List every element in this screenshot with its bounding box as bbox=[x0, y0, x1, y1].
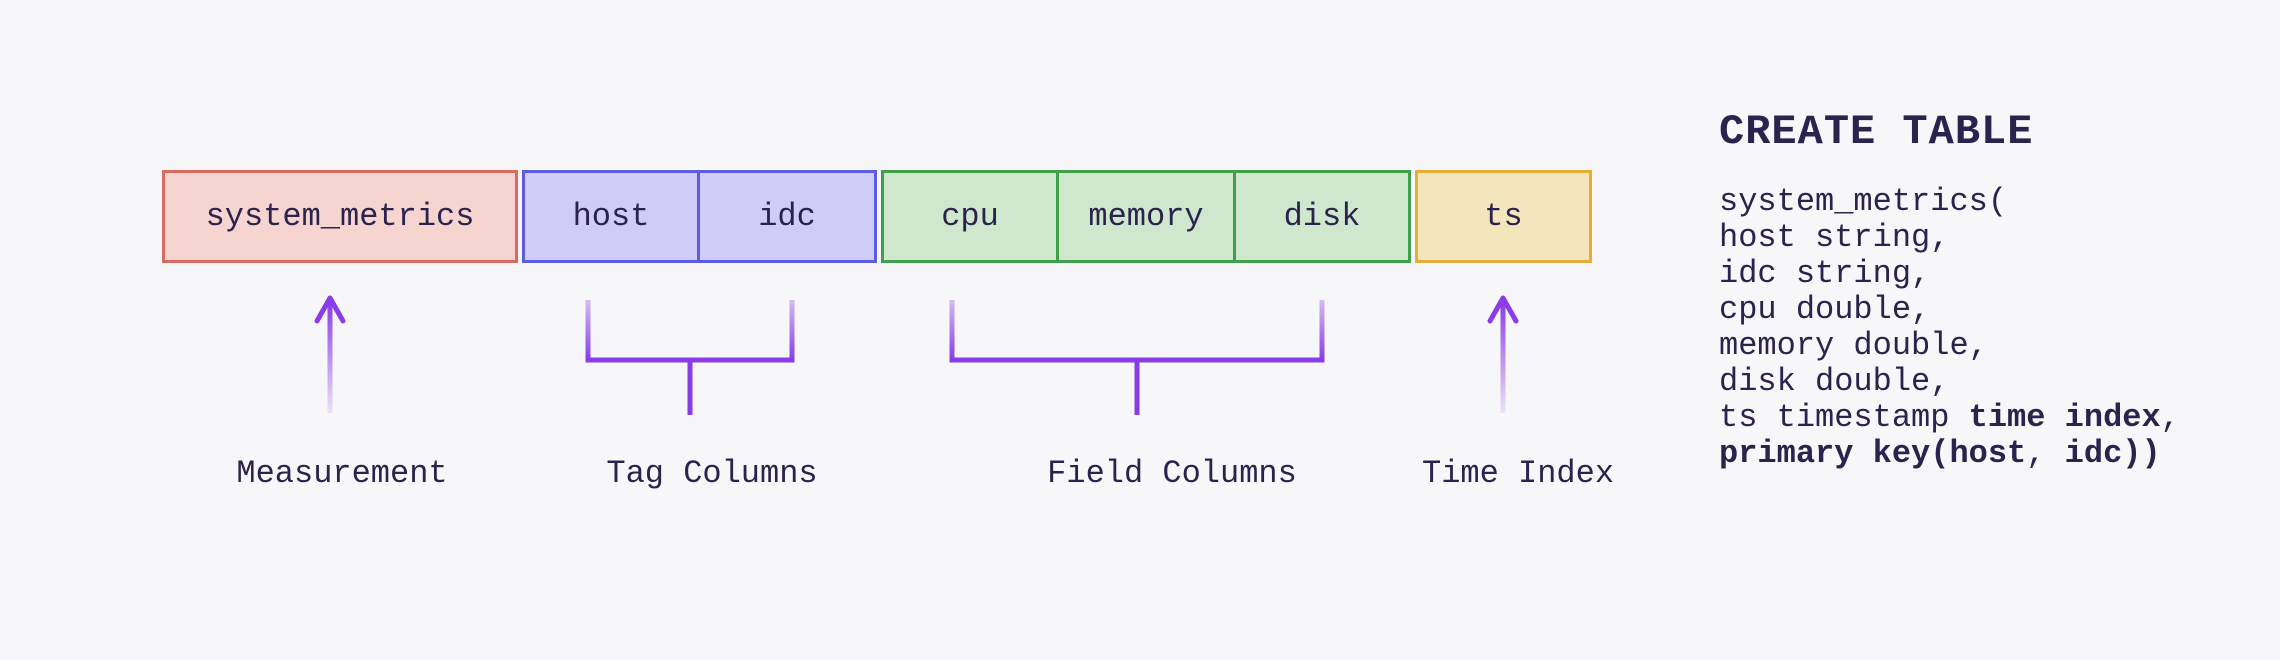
sql-line-disk: disk double, bbox=[1719, 364, 2180, 400]
tag-columns-bracket bbox=[585, 300, 795, 415]
sql-heading: CREATE TABLE bbox=[1719, 108, 2034, 156]
tag-column-box-host: host bbox=[522, 170, 700, 263]
sql-text-bold: primary key(host bbox=[1719, 435, 2027, 472]
label-time-index: Time Index bbox=[1421, 455, 1615, 492]
sql-body: system_metrics( host string, idc string,… bbox=[1719, 184, 2180, 472]
label-field-columns: Field Columns bbox=[1047, 455, 1297, 492]
sql-text: host string, bbox=[1719, 219, 1950, 256]
tag-column-box-idc: idc bbox=[697, 170, 877, 263]
field-column-box-memory: memory bbox=[1056, 170, 1236, 263]
sql-panel: CREATE TABLE system_metrics( host string… bbox=[1719, 110, 2180, 472]
measurement-box: system_metrics bbox=[162, 170, 518, 263]
sql-text: ts timestamp bbox=[1719, 399, 1969, 436]
label-measurement: Measurement bbox=[236, 455, 448, 492]
field-column-box-disk: disk bbox=[1233, 170, 1411, 263]
sql-line-idc: idc string, bbox=[1719, 256, 2180, 292]
sql-text: cpu double, bbox=[1719, 291, 1931, 328]
label-tag-columns: Tag Columns bbox=[606, 455, 818, 492]
sql-line-table-name: system_metrics( bbox=[1719, 184, 2180, 220]
measurement-arrow-icon bbox=[314, 295, 346, 413]
sql-text-bold: idc)) bbox=[2064, 435, 2161, 472]
sql-line-ts: ts timestamp time index, bbox=[1719, 400, 2180, 436]
sql-text: idc string, bbox=[1719, 255, 1931, 292]
sql-text: , bbox=[2160, 399, 2180, 436]
sql-line-cpu: cpu double, bbox=[1719, 292, 2180, 328]
sql-line-memory: memory double, bbox=[1719, 328, 2180, 364]
time-index-arrow-icon bbox=[1487, 295, 1519, 413]
sql-line-host: host string, bbox=[1719, 220, 2180, 256]
sql-line-primary-key: primary key(host, idc)) bbox=[1719, 436, 2180, 472]
field-columns-bracket bbox=[949, 300, 1325, 415]
sql-text: , bbox=[2026, 435, 2065, 472]
sql-text: disk double, bbox=[1719, 363, 1950, 400]
sql-text: memory double, bbox=[1719, 327, 1988, 364]
sql-text: system_metrics( bbox=[1719, 183, 2008, 220]
time-index-box: ts bbox=[1415, 170, 1592, 263]
field-column-box-cpu: cpu bbox=[881, 170, 1059, 263]
sql-text-bold: time index bbox=[1968, 399, 2161, 436]
